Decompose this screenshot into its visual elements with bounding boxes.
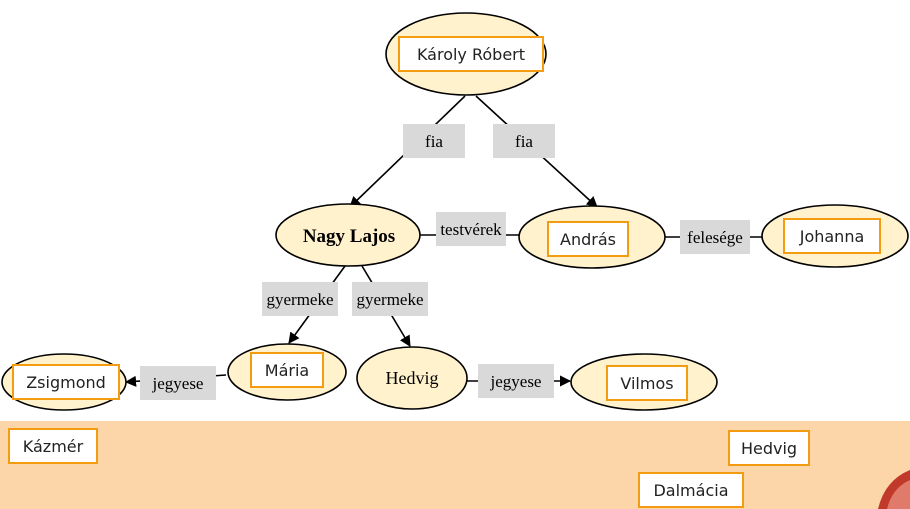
- svg-text:testvérek: testvérek: [440, 220, 502, 239]
- node-label-nagy-lajos: Nagy Lajos: [303, 226, 395, 247]
- box-kazmer: Kázmér: [8, 428, 98, 464]
- box-hedvig-band: Hedvig: [728, 430, 810, 466]
- edge-label-gyermeke-left: gyermeke: [262, 282, 338, 316]
- edge-label-jegyese-left: jegyese: [140, 366, 216, 400]
- svg-text:jegyese: jegyese: [152, 374, 204, 393]
- node-label-hedvig: Hedvig: [386, 368, 439, 388]
- svg-text:felesége: felesége: [687, 228, 743, 247]
- svg-text:fia: fia: [515, 132, 533, 151]
- edge-label-gyermeke-right: gyermeke: [352, 282, 428, 316]
- edge-label-jegyese-right: jegyese: [478, 364, 554, 398]
- edge-label-testverek: testvérek: [436, 212, 506, 246]
- box-karoly-robert: Károly Róbert: [398, 36, 544, 72]
- node-nagy-lajos: [275, 203, 421, 267]
- corner-decoration: [878, 470, 910, 509]
- box-johanna: Johanna: [783, 218, 881, 254]
- svg-text:gyermeke: gyermeke: [266, 290, 333, 309]
- edge-label-fia-left: fia: [403, 124, 465, 158]
- edge-label-felesege: felesége: [680, 220, 750, 254]
- svg-text:gyermeke: gyermeke: [356, 290, 423, 309]
- box-vilmos: Vilmos: [606, 365, 688, 401]
- box-maria: Mária: [250, 352, 324, 388]
- svg-text:jegyese: jegyese: [490, 372, 542, 391]
- svg-text:fia: fia: [425, 132, 443, 151]
- box-dalmacia: Dalmácia: [638, 472, 744, 508]
- box-zsigmond: Zsigmond: [12, 364, 120, 400]
- edge-label-fia-right: fia: [493, 124, 555, 158]
- node-hedvig: [356, 346, 468, 410]
- box-andras: András: [547, 221, 629, 257]
